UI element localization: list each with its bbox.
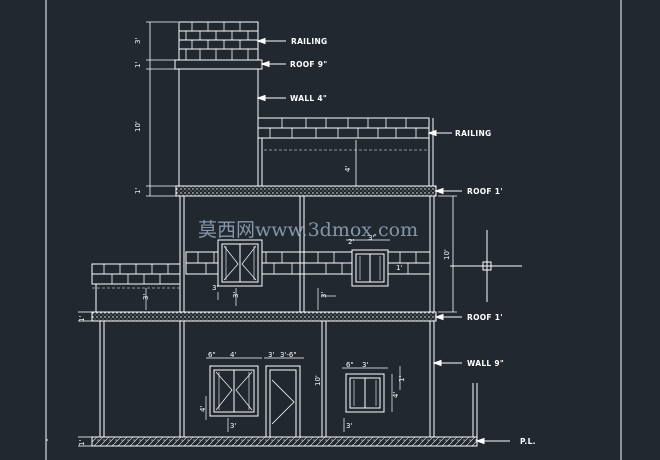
cad-crosshair-cursor[interactable]: [450, 230, 522, 302]
dim-upper-floor-height: 10': [443, 249, 451, 260]
label-roof-lower: ROOF 1': [467, 313, 503, 322]
dim-lower-window-left-width: 4': [230, 351, 236, 359]
dim-upper-window-width: 3': [368, 234, 374, 242]
label-railing-top: RAILING: [291, 37, 327, 46]
upper-window-right: [351, 249, 389, 287]
dim-lower-sill: 3': [230, 422, 236, 430]
leader-plinth: [475, 437, 510, 445]
dim-lower-right-lintel: 1': [398, 376, 406, 382]
dim-stair-height: 10': [134, 121, 142, 132]
label-plinth: P.L.: [520, 437, 536, 446]
ground-floor-walls: [99, 321, 435, 437]
dim-lower-window-height: 4': [199, 406, 207, 412]
dim-stair-roof: 1': [134, 62, 142, 68]
dim-lower-slab: 1': [78, 316, 86, 322]
dim-upper-small-2: 3': [232, 292, 240, 298]
roof-slab-upper: [175, 185, 437, 197]
lower-window-right: [345, 373, 385, 413]
stair-tower: [174, 21, 263, 186]
dim-lower-door-width: 3'-6": [280, 351, 297, 359]
label-roof-upper: ROOF 1': [467, 187, 503, 196]
dim-upper-window-gap: 2': [348, 238, 354, 246]
roof-slab-lower: [91, 311, 437, 322]
stair-dimension-line: [146, 21, 178, 197]
leader-arrows-top: [256, 37, 286, 102]
label-wall-top: WALL 4": [290, 94, 327, 103]
dim-lower-door-gap: 3': [268, 351, 274, 359]
leader-wall-lower: [432, 359, 478, 437]
dim-lower-floor-height: 10': [314, 375, 322, 386]
upper-floor-walls: [179, 196, 435, 312]
watermark-text: 莫西网www.3dmox.com: [198, 219, 418, 241]
lower-door: [265, 365, 301, 438]
label-roof-top: ROOF 9": [290, 60, 328, 69]
dim-upper-slab: 1': [134, 188, 142, 194]
upper-dim-lines: [145, 239, 390, 310]
balcony-railing: [91, 251, 431, 312]
leader-railing-mid: [427, 129, 452, 137]
label-railing-mid: RAILING: [455, 129, 491, 138]
dim-plinth-height: 1': [78, 440, 86, 446]
dim-upper-small: 3': [142, 294, 150, 300]
terrace-railing: [257, 117, 434, 186]
plinth-ground: [91, 436, 478, 447]
lower-window-left: [209, 365, 259, 417]
leader-roof-lower: [434, 313, 462, 321]
leader-roof-upper: [434, 187, 462, 195]
dim-parapet: 4': [344, 166, 352, 172]
dim-lower-window-left-gap: 6": [208, 351, 216, 359]
dim-lower-right-height: 4': [392, 392, 400, 398]
label-wall-lower: WALL 9": [467, 359, 504, 368]
dim-lower-window-right-width: 3': [362, 361, 368, 369]
dim-lower-right-sill: 3': [346, 422, 352, 430]
upper-height-dim: [438, 195, 457, 313]
dim-stair-railing: 3': [134, 38, 142, 44]
drawing-frame: [45, 0, 622, 460]
upper-window-left: [217, 239, 263, 287]
lower-dim-lines: [205, 357, 401, 432]
dim-upper-lintel: 1': [396, 264, 402, 272]
dim-upper-sill: 3': [212, 284, 218, 292]
dim-lower-window-right-gap: 6": [346, 361, 354, 369]
dim-upper-small-3: 3': [320, 292, 328, 298]
